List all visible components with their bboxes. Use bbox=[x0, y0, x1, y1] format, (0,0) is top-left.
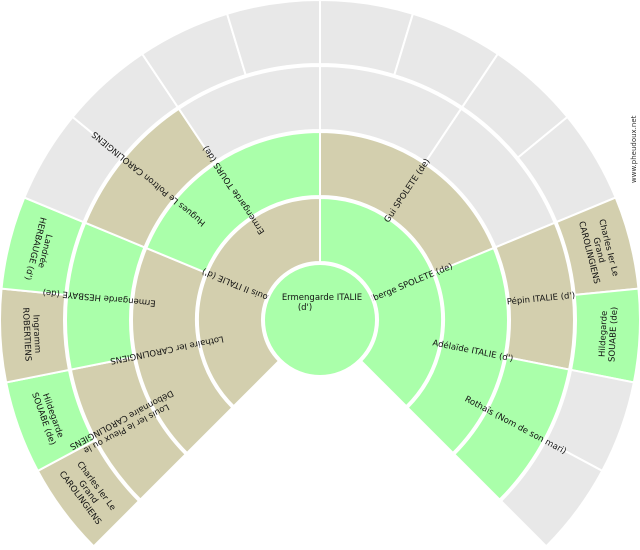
ancestor-segment[interactable] bbox=[406, 246, 509, 455]
watermark-text: www.pheudoux.net bbox=[630, 115, 638, 183]
root-person[interactable]: Ermengarde ITALIE (d') bbox=[263, 263, 377, 377]
ancestor-name-line: Hildegarde bbox=[598, 311, 610, 358]
ancestor-segment[interactable] bbox=[319, 196, 443, 408]
root-person-circle[interactable] bbox=[263, 263, 377, 377]
ancestor-segment[interactable] bbox=[197, 196, 321, 408]
ancestor-name: IngrammROBERTIENS bbox=[20, 307, 43, 362]
ancestor-segment[interactable] bbox=[452, 355, 571, 502]
root-person-name-suffix: (d') bbox=[298, 303, 312, 313]
ancestor-name-line: ROBERTIENS bbox=[20, 307, 33, 361]
ancestor-name-line: SOUABE (de) bbox=[607, 307, 620, 363]
ancestor-segment bbox=[499, 439, 604, 548]
root-person-name: Ermengarde ITALIE bbox=[282, 293, 362, 303]
ancestor-name: HildegardeSOUABE (de) bbox=[597, 306, 620, 362]
ancestor-name-line: Ingramm bbox=[30, 314, 42, 353]
